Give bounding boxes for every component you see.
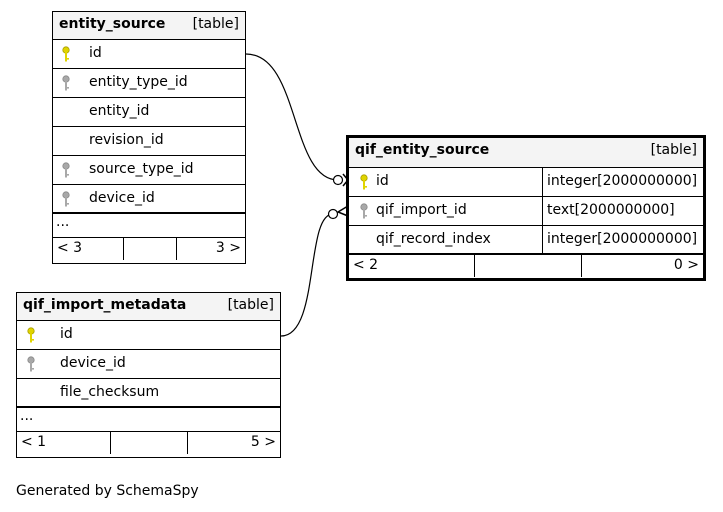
table-qif-import-metadata[interactable]: qif_import_metadata [table] id device_id… (16, 292, 281, 458)
column-type: text[2000000000] (542, 197, 675, 225)
footer-divider (123, 238, 124, 260)
table-header: qif_import_metadata [table] (17, 293, 280, 321)
table-header: entity_source [table] (53, 12, 245, 40)
child-count: 0 > (673, 257, 699, 273)
generated-by-note: Generated by SchemaSpy (16, 483, 199, 499)
column-row: qif_record_index integer[2000000000] (349, 226, 703, 255)
table-name: qif_import_metadata (23, 297, 187, 313)
relation-end-circle (327, 208, 339, 220)
table-name: entity_source (59, 16, 166, 32)
column-name: file_checksum (60, 384, 160, 400)
column-row: id integer[2000000000] (349, 168, 703, 197)
table-kind: [table] (650, 142, 697, 158)
table-footer: < 2 0 > (349, 255, 703, 277)
more-columns: ... (17, 408, 280, 432)
table-kind: [table] (227, 297, 274, 313)
table-name: qif_entity_source (355, 142, 490, 158)
more-columns-ellipsis: ... (20, 408, 34, 424)
column-row: device_id (53, 185, 245, 214)
column-type: integer[2000000000] (542, 226, 697, 253)
child-count: 5 > (250, 434, 276, 450)
column-name: qif_import_id (376, 202, 467, 218)
relation-crowfoot (336, 205, 349, 217)
parent-count: < 2 (353, 257, 379, 273)
key-icon-gray (62, 75, 70, 91)
footer-divider (474, 255, 475, 277)
footer-divider (581, 255, 582, 277)
column-name: revision_id (89, 132, 164, 148)
footer-divider (187, 432, 188, 454)
key-icon-yellow (360, 174, 368, 190)
table-footer: < 1 5 > (17, 432, 280, 454)
relation-end-circle (332, 174, 344, 186)
column-row: entity_id (53, 98, 245, 127)
more-columns: ... (53, 214, 245, 238)
column-row: qif_import_id text[2000000000] (349, 197, 703, 226)
key-icon-gray (62, 191, 70, 207)
child-count: 3 > (215, 240, 241, 256)
column-name: device_id (89, 190, 155, 206)
key-icon-yellow (62, 46, 70, 62)
relation-entity-source-to-qif-entity-source (245, 53, 339, 181)
footer-divider (110, 432, 111, 454)
footer-divider (176, 238, 177, 260)
parent-count: < 1 (21, 434, 47, 450)
key-icon-gray (27, 356, 35, 372)
column-name: device_id (60, 355, 126, 371)
column-name: id (376, 173, 389, 189)
relation-qif-import-metadata-to-qif-entity-source (280, 213, 334, 337)
key-icon-gray (360, 203, 368, 219)
key-icon-yellow (27, 327, 35, 343)
column-row: id (17, 321, 280, 350)
parent-count: < 3 (57, 240, 83, 256)
column-name: entity_id (89, 103, 150, 119)
column-row: device_id (17, 350, 280, 379)
column-row: revision_id (53, 127, 245, 156)
table-entity-source[interactable]: entity_source [table] id entity_type_id … (52, 11, 246, 264)
column-row: source_type_id (53, 156, 245, 185)
key-icon-gray (62, 162, 70, 178)
more-columns-ellipsis: ... (56, 214, 70, 230)
column-name: qif_record_index (376, 231, 491, 247)
table-kind: [table] (192, 16, 239, 32)
column-row: id (53, 40, 245, 69)
column-row: entity_type_id (53, 69, 245, 98)
table-header: qif_entity_source [table] (349, 138, 703, 168)
table-qif-entity-source[interactable]: qif_entity_source [table] id integer[200… (346, 135, 706, 281)
column-name: id (89, 45, 102, 61)
table-footer: < 3 3 > (53, 238, 245, 260)
column-name: entity_type_id (89, 74, 188, 90)
column-type: integer[2000000000] (542, 168, 697, 196)
column-name: source_type_id (89, 161, 194, 177)
column-row: file_checksum (17, 379, 280, 408)
column-name: id (60, 326, 73, 342)
